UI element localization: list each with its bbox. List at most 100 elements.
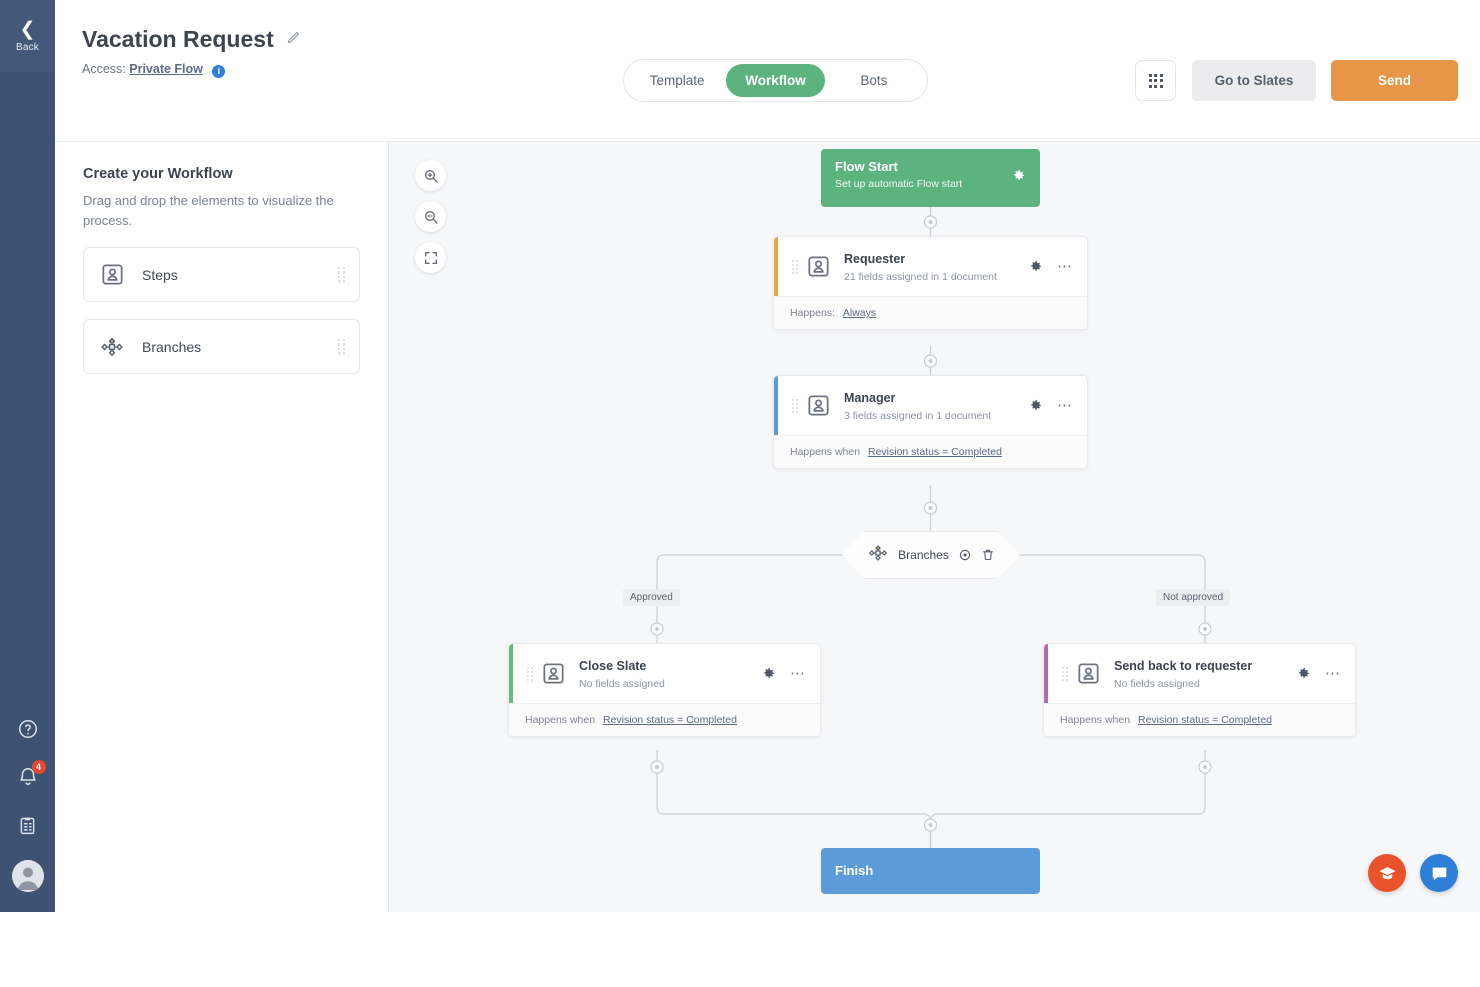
clipboard-icon[interactable] (15, 812, 41, 838)
step-name: Close Slate (579, 659, 647, 673)
user-box-icon (805, 253, 832, 280)
view-tabs: Template Workflow Bots (623, 59, 928, 102)
grid-apps-icon[interactable] (1135, 60, 1176, 101)
trash-icon[interactable] (981, 548, 995, 562)
notification-badge: 4 (31, 760, 46, 774)
send-button[interactable]: Send (1331, 60, 1458, 101)
zoom-out-icon[interactable] (415, 201, 446, 232)
pencil-icon[interactable] (286, 30, 301, 50)
drag-handle-icon[interactable] (337, 266, 345, 283)
panel-subtitle: Drag and drop the elements to visualize … (83, 193, 334, 228)
more-horizontal-icon[interactable]: ⋯ (790, 664, 806, 682)
condition-label: Happens when (790, 446, 861, 458)
floating-actions (1368, 854, 1458, 892)
step-accent-bar (774, 376, 778, 435)
condition-label: Happens: (790, 307, 835, 319)
panel-title: Create your Workflow (83, 166, 233, 182)
palette-label-branches: Branches (142, 338, 202, 355)
step-condition: Happens: Always (774, 296, 1087, 329)
zoom-in-icon[interactable] (415, 160, 446, 191)
drag-handle-icon[interactable] (792, 398, 798, 413)
more-horizontal-icon[interactable]: ⋯ (1325, 664, 1341, 682)
branch-label-not-approved: Not approved (1156, 589, 1231, 606)
step-name: Send back to requester (1114, 659, 1253, 673)
drag-handle-icon[interactable] (527, 666, 533, 681)
branches-icon (867, 542, 889, 569)
branches-icon (98, 333, 126, 361)
step-fields: No fields assigned (579, 678, 665, 690)
tab-workflow[interactable]: Workflow (726, 64, 825, 97)
node-manager[interactable]: Manager 3 fields assigned in 1 document … (773, 375, 1088, 469)
gear-icon[interactable] (761, 666, 776, 681)
access-value-link[interactable]: Private Flow (129, 62, 203, 76)
condition-value-link[interactable]: Revision status = Completed (867, 446, 1002, 458)
palette-card-steps[interactable]: Steps (83, 247, 360, 302)
graduation-cap-icon[interactable] (1368, 854, 1406, 892)
gear-icon[interactable] (1011, 168, 1026, 188)
user-box-icon (805, 392, 832, 419)
node-close-slate[interactable]: Close Slate No fields assigned ⋯ Happens… (508, 643, 821, 737)
go-to-slates-button[interactable]: Go to Slates (1192, 60, 1316, 101)
drag-handle-icon[interactable] (792, 259, 798, 274)
rail-bottom-group: 4 (0, 716, 55, 892)
gear-icon[interactable] (1028, 398, 1043, 413)
branch-label-approved: Approved (623, 589, 680, 606)
chat-bubble-icon[interactable] (1420, 854, 1458, 892)
node-send-back-to-requester[interactable]: Send back to requester No fields assigne… (1043, 643, 1356, 737)
notifications-bell-icon[interactable]: 4 (15, 760, 46, 790)
condition-label: Happens when (1060, 714, 1131, 726)
help-icon[interactable] (15, 716, 41, 742)
target-icon[interactable] (958, 548, 972, 562)
back-button[interactable]: ❮ Back (0, 0, 55, 72)
grid-dots (1148, 73, 1163, 88)
step-header[interactable]: Requester 21 fields assigned in 1 docume… (774, 237, 1087, 296)
step-name: Manager (844, 391, 896, 405)
step-name: Requester (844, 252, 906, 266)
tab-template[interactable]: Template (649, 73, 705, 88)
step-header[interactable]: Manager 3 fields assigned in 1 document … (774, 376, 1087, 435)
node-requester[interactable]: Requester 21 fields assigned in 1 docume… (773, 236, 1088, 330)
step-header[interactable]: Send back to requester No fields assigne… (1044, 644, 1355, 703)
gear-icon[interactable] (1028, 259, 1043, 274)
page-title: Vacation Request (82, 26, 274, 52)
step-text: Requester 21 fields assigned in 1 docume… (844, 250, 1028, 283)
app-header: Vacation Request Access: Private Flow i … (55, 0, 1480, 142)
step-header[interactable]: Close Slate No fields assigned ⋯ (509, 644, 820, 703)
access-label: Access: (82, 62, 126, 76)
step-accent-bar (1044, 644, 1048, 703)
drag-handle-icon[interactable] (1062, 666, 1068, 681)
user-box-icon (1075, 660, 1102, 687)
step-accent-bar (774, 237, 778, 296)
step-text: Manager 3 fields assigned in 1 document (844, 389, 1028, 422)
step-condition: Happens when Revision status = Completed (774, 435, 1087, 468)
more-horizontal-icon[interactable]: ⋯ (1057, 396, 1073, 414)
node-flow-start[interactable]: Flow Start Set up automatic Flow start (821, 149, 1040, 207)
fit-screen-icon[interactable] (415, 242, 446, 273)
step-accent-bar (509, 644, 513, 703)
node-branches[interactable]: Branches (842, 531, 1020, 579)
palette-label-steps: Steps (142, 266, 178, 283)
step-text: Send back to requester No fields assigne… (1114, 657, 1296, 690)
condition-value-link[interactable]: Always (842, 307, 877, 319)
title-block: Vacation Request Access: Private Flow i (82, 26, 301, 78)
workflow-canvas[interactable]: Flow Start Set up automatic Flow start (389, 142, 1480, 912)
back-label: Back (15, 41, 40, 53)
tab-bots[interactable]: Bots (860, 73, 888, 88)
drag-handle-icon[interactable] (337, 338, 345, 355)
more-horizontal-icon[interactable]: ⋯ (1057, 257, 1073, 275)
condition-value-link[interactable]: Revision status = Completed (602, 714, 737, 726)
palette-card-branches[interactable]: Branches (83, 319, 360, 374)
condition-value-link[interactable]: Revision status = Completed (1137, 714, 1272, 726)
chevron-left-icon: ❮ (19, 18, 36, 40)
avatar[interactable] (11, 860, 44, 892)
step-fields: 21 fields assigned in 1 document (844, 271, 997, 283)
app-rail: ❮ Back 4 (0, 0, 55, 912)
gear-icon[interactable] (1296, 666, 1311, 681)
info-icon[interactable]: i (212, 65, 226, 78)
node-finish[interactable]: Finish (821, 848, 1040, 894)
workflow-palette-panel: Create your Workflow Drag and drop the e… (55, 142, 389, 912)
step-text: Close Slate No fields assigned (579, 657, 761, 690)
user-box-icon (540, 660, 567, 687)
user-box-icon (98, 261, 126, 289)
